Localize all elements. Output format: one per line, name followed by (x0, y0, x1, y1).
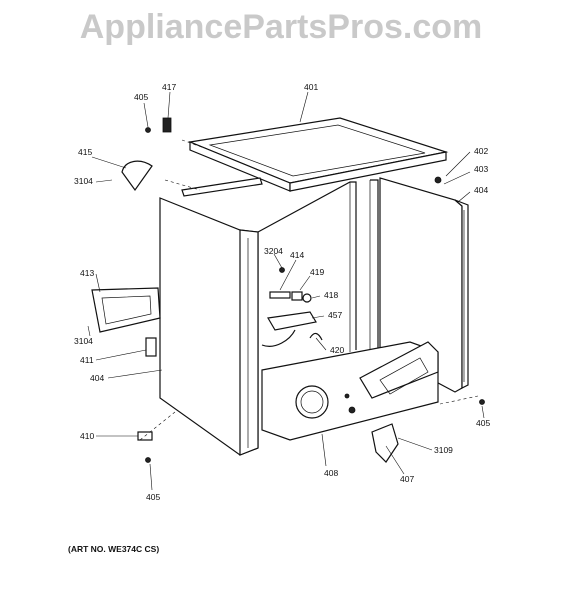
callout-457: 457 (328, 310, 342, 320)
callout-408: 408 (324, 468, 338, 478)
callout-405-top: 405 (134, 92, 148, 102)
callout-labels: 401 402 403 404 404 405 405 405 407 408 … (74, 82, 490, 502)
callout-420: 420 (330, 345, 344, 355)
top-bracket (181, 177, 263, 197)
bracket (91, 287, 161, 333)
callout-404-right: 404 (474, 185, 488, 195)
callout-418: 418 (324, 290, 338, 300)
base-frame (261, 341, 439, 441)
callout-402: 402 (474, 146, 488, 156)
left-side-panel (159, 197, 259, 456)
callout-414: 414 (290, 250, 304, 260)
callout-410: 410 (80, 431, 94, 441)
callout-401: 401 (304, 82, 318, 92)
front-cutout (261, 329, 296, 347)
part-419 (291, 291, 303, 301)
cabinet-frame (257, 179, 379, 352)
bracket-407 (371, 423, 399, 463)
screw (145, 127, 151, 133)
screw-405 (145, 457, 151, 463)
part-402 (434, 176, 442, 184)
screw-3204 (279, 267, 285, 273)
leader-lines (87, 91, 485, 491)
callout-404-left: 404 (90, 373, 104, 383)
callout-3104-left: 3104 (74, 336, 93, 346)
part-457 (267, 311, 317, 331)
clip (162, 117, 172, 133)
watermark-logo: AppliancePartsPros.com (79, 8, 483, 46)
callout-415: 415 (78, 147, 92, 157)
callout-3104-top: 3104 (74, 176, 93, 186)
callout-411: 411 (80, 355, 94, 365)
vent-cover (121, 160, 153, 192)
callout-417: 417 (162, 82, 176, 92)
callout-3204: 3204 (264, 246, 283, 256)
callout-419: 419 (310, 267, 324, 277)
screw-405-right (479, 399, 485, 405)
callout-413: 413 (80, 268, 94, 278)
door-switch (145, 337, 157, 357)
callout-405-bottom: 405 (146, 492, 160, 502)
art-number: (ART NO. WE374C CS) (68, 544, 160, 554)
spring-420 (309, 332, 323, 341)
part-414 (269, 291, 291, 299)
callout-403: 403 (474, 164, 488, 174)
top-panel (187, 117, 449, 192)
callout-407: 407 (400, 474, 414, 484)
part-418 (302, 293, 312, 303)
callout-405-right: 405 (476, 418, 490, 428)
callout-3109: 3109 (434, 445, 453, 455)
